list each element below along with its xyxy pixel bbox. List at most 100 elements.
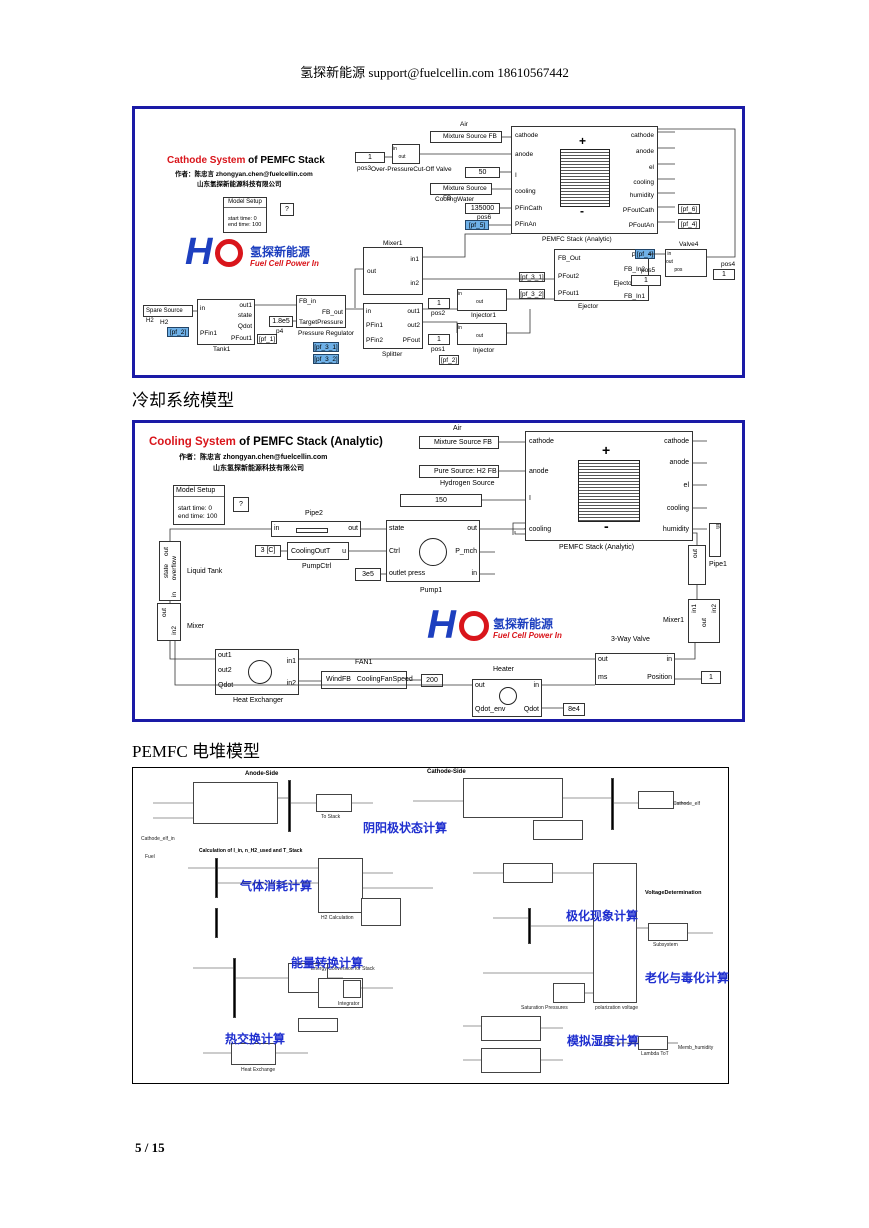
- voltage-title: VoltageDetermination: [645, 890, 702, 896]
- cathode-subsystem[interactable]: [463, 778, 563, 818]
- tank-label: Tank1: [213, 346, 231, 353]
- heater-label: Heater: [493, 666, 515, 673]
- page-number: 5 / 15: [135, 1140, 165, 1155]
- injector1-label: Injector1: [471, 312, 496, 319]
- company-line-2: 山东氢探新能源科技有限公司: [213, 465, 304, 472]
- const-135000[interactable]: 135000: [465, 203, 500, 214]
- subsystem-block[interactable]: [648, 923, 688, 941]
- pump-block[interactable]: state Ctrl outlet press out P_mch in: [386, 520, 480, 582]
- cooling-system-diagram: Cooling System of PEMFC Stack (Analytic)…: [132, 420, 745, 722]
- pipe1-block[interactable]: out: [688, 545, 706, 585]
- model-setup-block-2[interactable]: Model Setup start time: 0 end time: 100: [173, 485, 225, 525]
- splitter-block[interactable]: in out1 PFin1 out2 PFin2 PFout: [363, 303, 423, 349]
- pipe1-label: Pipe1: [709, 561, 727, 568]
- cathode-bus: [611, 778, 614, 830]
- pemfc-stack-diagram: Anode-Side Cathode-Side Calculation of I…: [132, 767, 729, 1084]
- pumpctrl-block[interactable]: CoolingOutT u: [287, 542, 349, 560]
- const-1-valve[interactable]: 1: [701, 671, 721, 684]
- integrator-block[interactable]: [343, 980, 361, 998]
- liquid-tank-block[interactable]: out state overflow in: [159, 541, 181, 601]
- fan-block[interactable]: WindFB CoolingFanSpeed: [321, 671, 413, 689]
- const-1b[interactable]: 1: [631, 275, 661, 286]
- tag-pf32[interactable]: [pf_3_2]: [519, 289, 545, 299]
- mixer1-label-2: Mixer1: [663, 617, 685, 624]
- mixer1-block[interactable]: out in1 in2: [363, 247, 423, 295]
- const-3e5[interactable]: 3e5: [355, 568, 381, 581]
- humidity-cluster-2[interactable]: [481, 1048, 541, 1073]
- pumpctrl-label: PumpCtrl: [302, 563, 332, 570]
- const-150[interactable]: 150: [400, 494, 482, 507]
- pos1-label: pos1: [431, 346, 446, 353]
- const-1-8e5[interactable]: 1.8e5: [269, 316, 293, 327]
- const-1c[interactable]: 1: [713, 269, 735, 280]
- injector-block[interactable]: in out: [457, 323, 507, 345]
- help-block[interactable]: ?: [280, 203, 294, 216]
- valve3-label: 3-Way Valve: [611, 636, 650, 643]
- mixture-source-2[interactable]: Mixture Source FB: [430, 183, 492, 202]
- anode-subsystem[interactable]: [193, 782, 278, 824]
- spare-source[interactable]: Spare Source H2: [143, 305, 193, 324]
- author-line: 作者：陈忠言 zhongyan.chen@fuelcellin.com: [175, 171, 313, 178]
- tag-pf31[interactable]: [pf_3_1]: [519, 272, 545, 282]
- pump-icon: [419, 538, 447, 566]
- polarization-block[interactable]: [593, 863, 637, 1003]
- tag-pf1[interactable]: [pf_1]: [257, 334, 277, 344]
- goto-pf32b[interactable]: [pf_3_2]: [313, 354, 339, 364]
- const-8e4[interactable]: 8e4: [563, 703, 585, 716]
- sat-press-block[interactable]: [553, 983, 585, 1003]
- pipe1-out-port[interactable]: in: [709, 523, 721, 557]
- const-1d[interactable]: 1: [428, 298, 450, 309]
- injector1-block[interactable]: in out: [457, 289, 507, 311]
- h2-calc-block[interactable]: [318, 858, 363, 913]
- pipe2-block[interactable]: in out: [271, 521, 361, 537]
- const-1[interactable]: 1: [355, 152, 385, 163]
- thermal-mass-block[interactable]: [298, 1018, 338, 1032]
- company-line: 山东氢探新能源科技有限公司: [197, 181, 282, 188]
- liquid-tank-label: Liquid Tank: [187, 568, 223, 575]
- model-setup-block[interactable]: Model Setup start time: 0 end time: 100: [223, 197, 267, 233]
- goto-pf31b[interactable]: [pf_3_1]: [313, 342, 339, 352]
- tag-pf6[interactable]: [pf_6]: [678, 204, 700, 214]
- calc-bus-2: [215, 908, 218, 938]
- cathode-lookup[interactable]: [638, 791, 674, 809]
- valve-label: Over-PressureCut-Off Valve: [371, 166, 452, 173]
- pemfc-stack-block[interactable]: cathode anode I cooling PFinCath PFinAn …: [511, 126, 658, 234]
- pure-source-block[interactable]: Pure Source: H2 FB: [419, 465, 499, 478]
- lambda-block[interactable]: [638, 1036, 668, 1050]
- const-200[interactable]: 200: [421, 674, 443, 687]
- humidity-cluster-1[interactable]: [481, 1016, 541, 1041]
- tank-block[interactable]: in out1 state Qdot PFin1 PFout1: [197, 299, 255, 345]
- goto-pf5[interactable]: [pf_5]: [465, 220, 489, 230]
- stack-label-2: PEMFC Stack (Analytic): [559, 544, 635, 551]
- mixer1-block-2[interactable]: in1 out in2: [688, 599, 720, 643]
- heater-block[interactable]: out in Qdot_env Qdot: [472, 679, 542, 717]
- cathode-side-label: Cathode-Side: [427, 769, 466, 775]
- diagram-title: Cathode System of PEMFC Stack: [167, 155, 325, 166]
- c-unit-block[interactable]: 3 [C]: [255, 545, 281, 557]
- gain-cluster-1[interactable]: [503, 863, 553, 883]
- stack-label: PEMFC Stack (Analytic): [542, 236, 612, 243]
- const-50[interactable]: 50: [465, 167, 500, 178]
- help-block-2[interactable]: ?: [233, 497, 249, 512]
- cathode-calc[interactable]: [533, 820, 583, 840]
- calc-title: Calculation of I_in, n_H2_used and T_Sta…: [199, 848, 303, 854]
- pressure-regulator[interactable]: FB_in FB_out TargetPressure: [296, 295, 346, 328]
- pemfc-stack-block-2[interactable]: cathode anode I cooling cathode anode el…: [525, 431, 693, 541]
- anode-lookup[interactable]: [316, 794, 352, 812]
- three-way-valve[interactable]: out in ms Position: [595, 653, 675, 685]
- const-1e[interactable]: 1: [428, 334, 450, 345]
- heat-exchange-block[interactable]: [231, 1043, 276, 1065]
- goto-pf2[interactable]: [pf_2]: [167, 327, 189, 337]
- mixture-source-block[interactable]: Mixture Source FB: [419, 436, 499, 449]
- mixer-block[interactable]: out in2: [157, 603, 181, 641]
- heat-exchanger-block[interactable]: out1 out2 Qdot in1 in2: [215, 649, 299, 695]
- section-title-pemfc: PEMFC 电堆模型: [132, 742, 260, 761]
- cutoff-valve[interactable]: in out: [392, 144, 420, 164]
- tag-pf2b[interactable]: [pf_2]: [439, 355, 459, 365]
- calc-block-2[interactable]: [361, 898, 401, 926]
- anode-bus: [288, 780, 291, 832]
- tag-pf4b[interactable]: [pf_4]: [678, 219, 700, 229]
- calc-bus-1: [215, 858, 218, 898]
- mixture-source-1[interactable]: Mixture Source FB: [430, 131, 502, 143]
